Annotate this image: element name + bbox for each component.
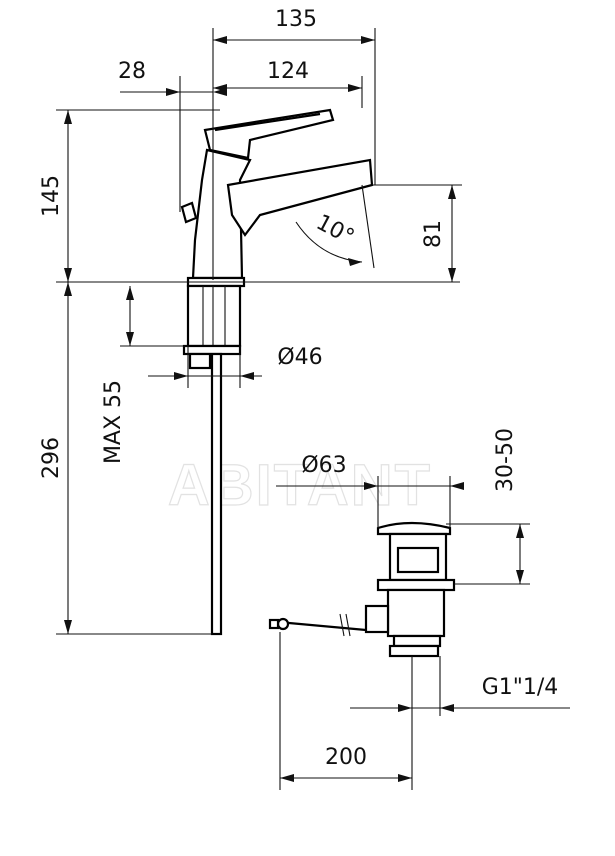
dimension-lines [56,28,570,790]
dim-total-width: 135 [275,7,317,32]
dim-spout-height: 81 [421,220,446,248]
dim-angle: 10° [312,210,358,250]
dim-waste-diameter: Ø63 [301,453,346,478]
dim-lever-offset: 28 [118,59,146,84]
dim-thread: G1"1/4 [482,675,559,700]
dim-height: 145 [39,175,64,217]
dim-spout-reach: 124 [267,59,309,84]
dim-max-thickness: MAX 55 [101,380,126,464]
dim-rod-length: 200 [325,745,367,770]
waste-assembly [268,521,456,658]
faucet-body [180,108,374,636]
dim-plug-lift: 30-50 [493,428,518,492]
dim-tail-length: 296 [39,437,64,479]
dim-hole-diameter: Ø46 [277,345,322,370]
